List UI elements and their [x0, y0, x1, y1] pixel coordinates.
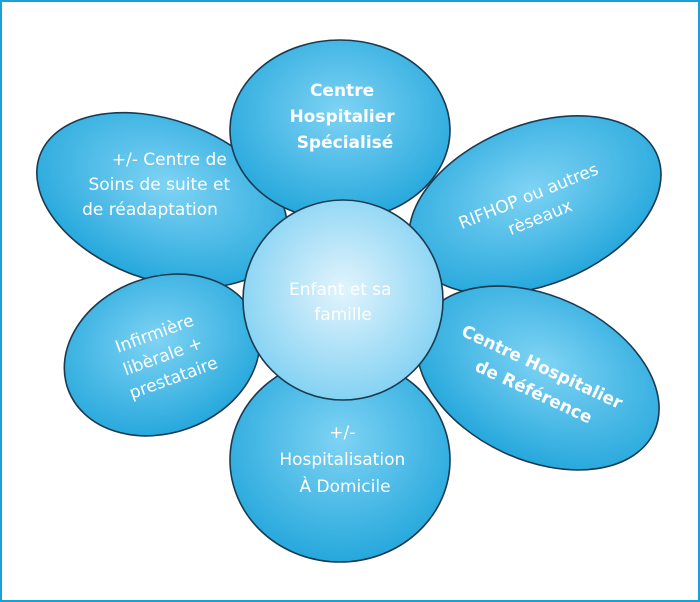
center-label: Enfant et sa famille — [289, 280, 397, 325]
petal-upper-left: +/- Centre de Soins de suite et de réada… — [36, 111, 288, 289]
petal-lower-right: Centre Hospitalier de Référence — [416, 285, 660, 471]
petal-upper-right: RIFHOP ou autres rèseaux — [408, 115, 662, 295]
petal-top-label: Centre Hospitalier Spécialisé — [289, 81, 400, 153]
petal-lower-left: Infirmière libèrale + prestataire — [63, 273, 261, 437]
petal-upper-left-label: +/- Centre de Soins de suite et de réada… — [82, 150, 235, 220]
center-circle: Enfant et sa famille — [242, 199, 444, 401]
petal-bottom: +/- Hospitalisation À Domicile — [229, 357, 451, 563]
petal-bottom-label: +/- Hospitalisation À Domicile — [279, 423, 410, 497]
petal-top: Centre Hospitalier Spécialisé — [229, 39, 451, 221]
